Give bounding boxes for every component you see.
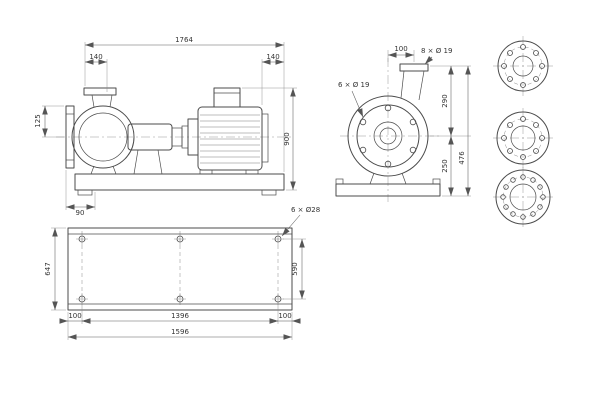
dim-base-edge: 90: [76, 209, 85, 217]
discharge-neck: [418, 70, 425, 101]
discharge-neck: [91, 94, 95, 108]
base-foot: [77, 189, 93, 196]
motor-body: [197, 106, 263, 171]
bolt-hole: [409, 118, 417, 126]
base-tab: [432, 178, 441, 185]
flange-detail-top: [493, 36, 553, 96]
volute-casing: [71, 105, 135, 169]
dim-edge-right: 100: [278, 312, 291, 320]
shaft-bore: [379, 127, 397, 145]
motor-fins: [200, 114, 260, 164]
dim-total-height: 476: [458, 151, 466, 165]
end-view-dimensions: 100 8 × Ø 19 6 × Ø 19 290 250 476: [338, 45, 471, 197]
flange-details: [493, 36, 553, 227]
foundation-holes: [76, 233, 284, 305]
dim-motor-offset-right: 140: [266, 53, 279, 61]
bearing-support: [133, 149, 163, 175]
suction-bore: [373, 121, 403, 151]
base-foot: [261, 189, 277, 196]
pedestal: [401, 172, 407, 185]
motor-foot: [199, 169, 213, 175]
casing-outline: [347, 95, 429, 177]
dim-base-length: 1596: [171, 328, 189, 336]
dim-overall-height: 900: [283, 132, 291, 145]
baseplate-outline: [67, 227, 293, 311]
end-view-geometry: [335, 58, 442, 202]
dim-bolt-spacing-width: 590: [291, 262, 299, 275]
side-view-geometry: [56, 87, 292, 196]
flange-detail-bottom: [493, 167, 553, 227]
discharge-neck: [400, 70, 405, 99]
discharge-flange: [83, 87, 117, 96]
side-view-dimensions: 1764 140 140 125 900 90: [34, 36, 297, 217]
dim-flange-offset-left: 140: [89, 53, 102, 61]
fan-cowl: [261, 113, 269, 163]
terminal-box: [213, 87, 241, 108]
dim-lower-height: 250: [441, 159, 449, 172]
bolt-hole: [409, 146, 417, 154]
plan-view-geometry: [67, 227, 293, 311]
dim-edge-left: 100: [68, 312, 81, 320]
pedestal: [369, 172, 375, 185]
discharge-flange: [399, 63, 429, 72]
bolt-hole: [359, 146, 367, 154]
motor-foot: [245, 169, 259, 175]
bolt-hole: [384, 160, 392, 168]
dim-upper-height: 290: [441, 94, 449, 107]
dim-left-height: 125: [34, 114, 42, 127]
dim-discharge-offset: 100: [394, 45, 407, 53]
bolt-hole: [359, 118, 367, 126]
volute-inner: [78, 112, 128, 162]
suction-flange: [65, 105, 75, 169]
dim-bolt-spacing-length: 1396: [171, 312, 189, 320]
flange-detail-middle: [493, 108, 553, 168]
plan-view-dimensions: 6 × Ø28 647 590 100 1396: [44, 206, 320, 340]
plan-view: 6 × Ø28 647 590 100 1396: [44, 206, 320, 340]
base-tab: [335, 178, 344, 185]
side-view: 1764 140 140 125 900 90: [34, 36, 297, 217]
label-suction-bolts: 6 × Ø 19: [338, 81, 369, 89]
dim-overall-length: 1764: [175, 36, 193, 44]
end-view: 100 8 × Ø 19 6 × Ø 19 290 250 476: [335, 45, 471, 202]
base-front: [335, 183, 441, 197]
baseplate: [74, 173, 285, 191]
bolt-hole: [384, 104, 392, 112]
discharge-neck: [109, 94, 113, 108]
label-discharge-bolts: 8 × Ø 19: [421, 47, 452, 55]
label-foundation-bolts: 6 × Ø28: [291, 206, 320, 214]
dim-base-width: 647: [44, 262, 52, 275]
